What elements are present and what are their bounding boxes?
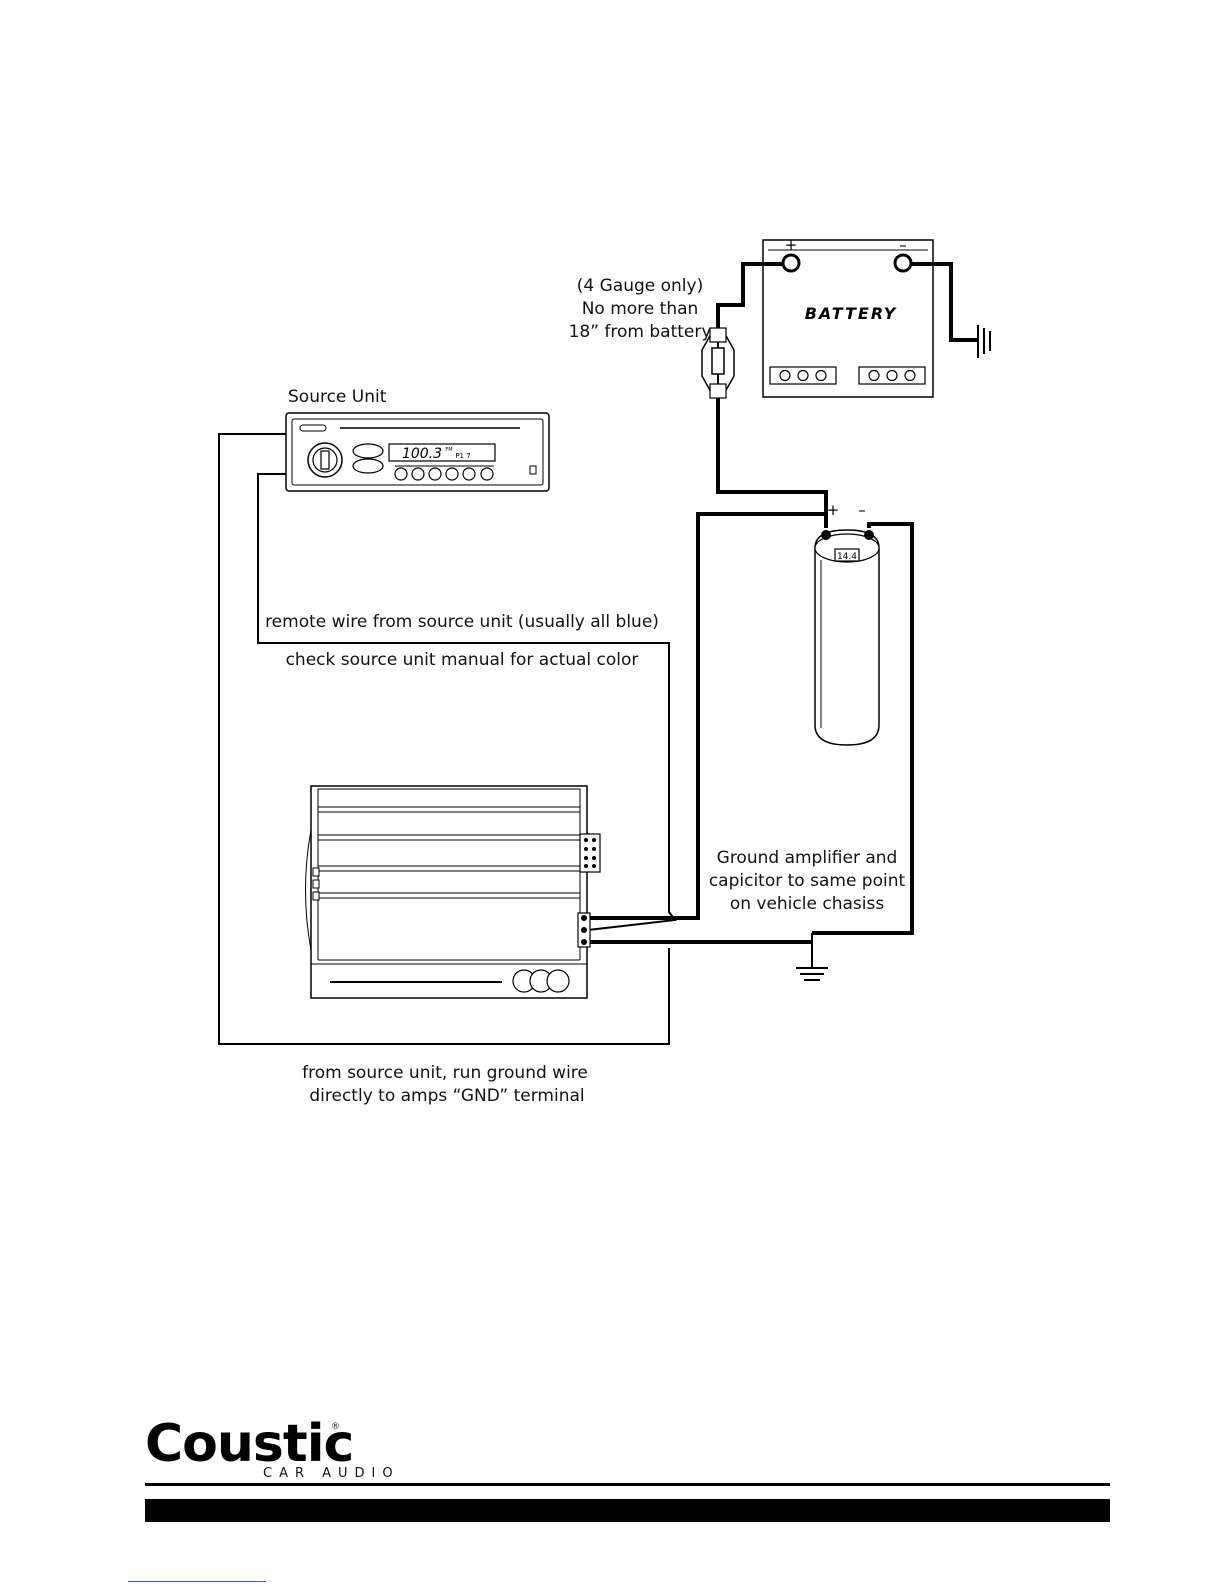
- fuse-note-line-3: 18” from battery: [568, 322, 712, 342]
- battery-title: BATTERY: [805, 304, 898, 323]
- battery-negative-sign: –: [899, 236, 907, 254]
- battery-positive-sign: +: [785, 236, 798, 254]
- check-manual-label: check source unit manual for actual colo…: [285, 650, 639, 670]
- coustic-logo: Coustic ® CAR AUDIO: [145, 1414, 393, 1481]
- amplifier: [305, 785, 601, 999]
- source-ground-wire: [218, 433, 670, 1045]
- fuse-to-capacitor-wire: [716, 398, 828, 528]
- battery: + – BATTERY: [762, 236, 934, 398]
- capacitor-negative-sign: –: [858, 501, 866, 519]
- battery-ground-symbol: [977, 325, 991, 358]
- remote-wire: [257, 473, 677, 931]
- capacitor-positive-sign: +: [827, 501, 840, 519]
- logo-tagline: CAR AUDIO: [263, 1466, 400, 1481]
- ground-note-line-2: capicitor to same point: [708, 871, 906, 891]
- source-unit-band: FM: [445, 447, 452, 453]
- battery-positive-wire: [716, 262, 783, 330]
- fuse-holder: [701, 327, 735, 399]
- logo-wordmark: Coustic: [145, 1414, 354, 1474]
- source-unit-frequency: 100.3: [402, 446, 442, 462]
- ground-note-line-3: on vehicle chasiss: [729, 894, 885, 914]
- capacitor: 14.4 + –: [814, 501, 880, 746]
- ground-wire-label-line-1: from source unit, run ground wire: [302, 1063, 588, 1083]
- fuse-note-line-2: No more than: [581, 299, 699, 319]
- source-unit-preset: P1 7: [455, 452, 470, 460]
- battery-negative-terminal: [893, 253, 913, 273]
- capacitor-display: 14.4: [837, 552, 857, 562]
- ground-wire-label-line-2: directly to amps “GND” terminal: [309, 1086, 585, 1106]
- battery-positive-terminal: [781, 253, 801, 273]
- footer-thick-rule: [145, 1499, 1110, 1522]
- source-unit-label: Source Unit: [288, 387, 387, 407]
- logo-registered-mark: ®: [331, 1422, 340, 1432]
- ground-note-line-1: Ground amplifier and: [716, 848, 898, 868]
- footer-thin-rule: [145, 1483, 1110, 1486]
- capacitor-to-amp-power-wire: [588, 512, 828, 920]
- source-unit: 100.3 FM P1 7: [285, 412, 550, 492]
- battery-ground-wire: [911, 262, 978, 342]
- remote-wire-label: remote wire from source unit (usually al…: [265, 612, 659, 632]
- fuse-note-line-1: (4 Gauge only): [576, 276, 704, 296]
- bottom-link-underline: [128, 1581, 266, 1582]
- capacitor-ground-wire: [812, 522, 914, 935]
- chassis-ground-symbol: [796, 967, 828, 981]
